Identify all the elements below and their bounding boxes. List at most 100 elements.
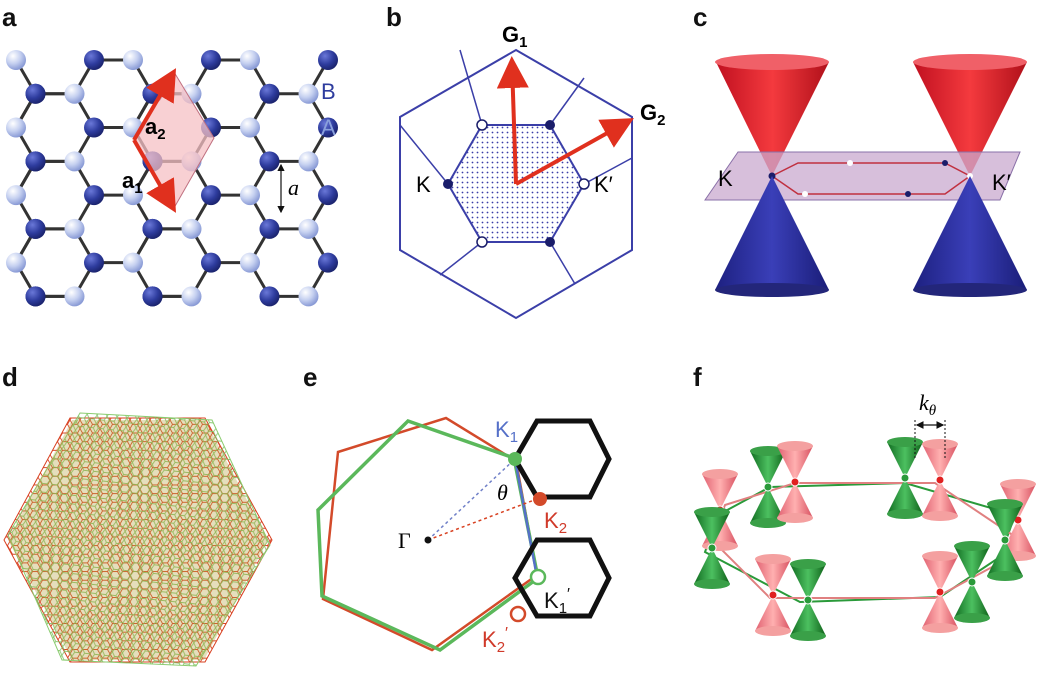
bz-connector bbox=[399, 124, 449, 185]
panel-c: c K K′ bbox=[693, 2, 1027, 297]
dirac-point bbox=[763, 482, 773, 492]
green-cone bbox=[987, 504, 1023, 540]
dirac-point bbox=[707, 543, 717, 553]
atom-b bbox=[25, 286, 46, 307]
pink-cone bbox=[755, 595, 791, 631]
k-label: K bbox=[416, 172, 431, 197]
panel-b: b G1 G2 K K′ bbox=[386, 2, 665, 320]
atom-a bbox=[298, 218, 319, 239]
cone-top bbox=[1000, 479, 1036, 489]
atom-b bbox=[142, 286, 163, 307]
dirac-point bbox=[790, 477, 800, 487]
k-point bbox=[847, 160, 853, 166]
g1-label: G1 bbox=[502, 22, 527, 51]
k2p-point bbox=[509, 605, 527, 623]
green-cone bbox=[954, 546, 990, 582]
fermi-plane bbox=[704, 151, 1021, 201]
dirac-point bbox=[768, 590, 778, 600]
k2-label: K2 bbox=[544, 508, 567, 537]
atom-a bbox=[240, 185, 260, 206]
lattice-constant-label: a bbox=[288, 175, 299, 200]
atom-b bbox=[259, 83, 280, 104]
cone-bottom bbox=[922, 511, 958, 521]
red-bz bbox=[321, 416, 539, 652]
cone-top bbox=[913, 54, 1027, 70]
atom-a bbox=[6, 252, 26, 273]
green-layer-flake bbox=[7, 412, 271, 667]
pink-cone bbox=[922, 556, 958, 592]
pink-cone bbox=[1000, 520, 1036, 556]
panel-f: f kθ bbox=[693, 362, 1036, 641]
blue-edge bbox=[513, 458, 539, 578]
green-bz bbox=[316, 418, 540, 653]
panel-c-label: c bbox=[693, 2, 707, 32]
dirac-point bbox=[935, 587, 945, 597]
cone-bottom bbox=[715, 283, 829, 297]
green-cone bbox=[887, 478, 923, 514]
dirac-point bbox=[900, 473, 910, 483]
cone-bottom bbox=[954, 613, 990, 623]
green-cone bbox=[954, 582, 990, 618]
cone-top bbox=[750, 446, 786, 456]
cone-top bbox=[922, 439, 958, 449]
atom-b bbox=[259, 218, 280, 239]
atom-a bbox=[181, 286, 202, 307]
cone-top bbox=[887, 437, 923, 447]
cone-bottom bbox=[777, 513, 813, 523]
atom-b bbox=[318, 50, 338, 70]
green-cone bbox=[790, 600, 826, 636]
atom-b bbox=[318, 252, 338, 273]
atom-b bbox=[84, 252, 104, 273]
neighbor-hexagon bbox=[512, 418, 612, 500]
green-cone bbox=[694, 548, 730, 584]
gamma-k1-line bbox=[427, 458, 516, 541]
atom-a bbox=[240, 252, 260, 273]
atom-b bbox=[201, 185, 221, 206]
atom-b bbox=[318, 117, 338, 138]
green-cone bbox=[887, 442, 923, 478]
moire-cone-ring bbox=[694, 437, 1036, 641]
cone-top bbox=[777, 441, 813, 451]
bz-connector bbox=[439, 241, 483, 276]
kprime-label: K′ bbox=[992, 170, 1011, 195]
vector-a1-label: a1 bbox=[122, 168, 143, 197]
kprime-label: K′ bbox=[594, 172, 613, 197]
atom-a bbox=[240, 50, 260, 70]
cone-bottom bbox=[750, 518, 786, 528]
k-point-open bbox=[578, 178, 590, 190]
bz-connector bbox=[583, 157, 633, 185]
atom-a bbox=[6, 185, 26, 206]
atom-a bbox=[64, 218, 85, 239]
k-point bbox=[905, 191, 911, 197]
k-point-open bbox=[476, 119, 488, 131]
k-point bbox=[942, 160, 948, 166]
cone-bottom bbox=[922, 623, 958, 633]
cone-top bbox=[715, 54, 829, 70]
cone-bottom bbox=[887, 509, 923, 519]
honeycomb-lattice bbox=[6, 50, 338, 307]
green-cone bbox=[694, 512, 730, 548]
valence-cone-k bbox=[715, 176, 829, 290]
gamma-label: Γ bbox=[398, 528, 411, 553]
moire-overlay bbox=[8, 420, 268, 660]
k1p-label: K1′ bbox=[544, 586, 570, 617]
atom-b bbox=[84, 50, 104, 70]
atom-a bbox=[64, 286, 85, 307]
atom-a bbox=[6, 50, 26, 70]
pink-cone bbox=[922, 480, 958, 516]
cone-top bbox=[755, 554, 791, 564]
atom-b bbox=[84, 117, 104, 138]
green-cone bbox=[750, 451, 786, 487]
pink-cone bbox=[777, 482, 813, 518]
dirac-point bbox=[1000, 535, 1010, 545]
atom-b bbox=[25, 151, 46, 172]
k-point-open bbox=[476, 236, 488, 248]
pink-cone bbox=[777, 446, 813, 482]
cone-bottom bbox=[987, 571, 1023, 581]
k-point-filled bbox=[545, 237, 555, 247]
k1-label: K1 bbox=[495, 417, 518, 446]
vector-a1-arrow bbox=[132, 139, 176, 213]
cone-top bbox=[987, 499, 1023, 509]
cone-bottom bbox=[790, 631, 826, 641]
